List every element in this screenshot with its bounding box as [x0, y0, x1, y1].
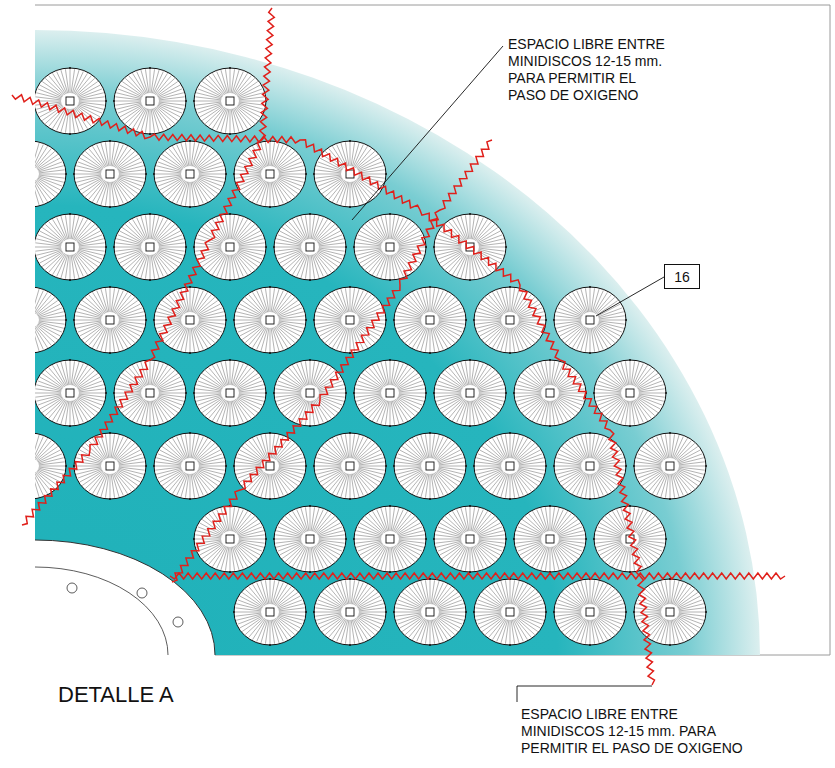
frame-line	[35, 5, 830, 655]
minidisc	[273, 359, 347, 427]
minidisc	[313, 140, 387, 208]
note-text: ESPACIO LIBRE ENTRE MINIDISCOS 12-15 mm.…	[508, 36, 667, 104]
minidisc	[273, 505, 347, 573]
minidisc	[193, 67, 267, 135]
disc-sector	[35, 30, 760, 655]
bolt-hole	[173, 617, 183, 627]
minidisc	[393, 578, 467, 646]
minidisc	[113, 213, 187, 281]
minidisc	[353, 359, 427, 427]
minidisc	[153, 432, 227, 500]
leader-line	[352, 46, 503, 220]
minidisc	[473, 286, 547, 354]
minidisc	[313, 432, 387, 500]
detail-title: DETALLE A	[58, 682, 174, 708]
callout-box: 16	[664, 264, 700, 289]
minidisc	[153, 140, 227, 208]
minidisc	[0, 140, 67, 208]
minidisc	[353, 213, 427, 281]
minidisc	[393, 286, 467, 354]
minidisc	[0, 286, 67, 354]
minidisc	[233, 578, 307, 646]
minidisc	[433, 505, 507, 573]
minidisc	[113, 67, 187, 135]
note-text: ESPACIO LIBRE ENTRE MINIDISCOS 12-15 mm.…	[521, 706, 745, 757]
minidisc	[553, 286, 627, 354]
minidisc	[473, 578, 547, 646]
callout-number: 16	[674, 269, 690, 285]
minidisc	[113, 359, 187, 427]
minidisc	[73, 140, 147, 208]
minidisc	[233, 432, 307, 500]
minidisc	[393, 432, 467, 500]
hub-ring	[35, 567, 168, 655]
minidisc	[193, 213, 267, 281]
leader-line	[596, 277, 664, 316]
minidisc	[513, 359, 587, 427]
break-line	[22, 8, 274, 525]
minidisc	[193, 359, 267, 427]
minidisc	[593, 505, 667, 573]
minidisc	[353, 505, 427, 573]
minidisc	[73, 286, 147, 354]
break-line	[12, 95, 655, 685]
minidisc	[513, 505, 587, 573]
leader-line	[517, 686, 652, 702]
minidisc	[193, 505, 267, 573]
hub-edge	[35, 540, 215, 655]
break-line	[170, 573, 785, 579]
minidisc	[473, 432, 547, 500]
minidisc	[233, 286, 307, 354]
minidisc-group	[0, 67, 707, 646]
minidisc	[273, 213, 347, 281]
minidisc	[553, 578, 627, 646]
minidisc	[33, 67, 107, 135]
bolt-hole	[137, 588, 147, 598]
minidisc	[33, 359, 107, 427]
bolt-hole	[67, 583, 77, 593]
minidisc	[73, 432, 147, 500]
minidisc	[33, 213, 107, 281]
minidisc	[153, 286, 227, 354]
minidisc	[593, 359, 667, 427]
break-line	[172, 140, 492, 582]
minidisc	[633, 432, 707, 500]
minidisc	[433, 359, 507, 427]
minidisc	[313, 578, 387, 646]
